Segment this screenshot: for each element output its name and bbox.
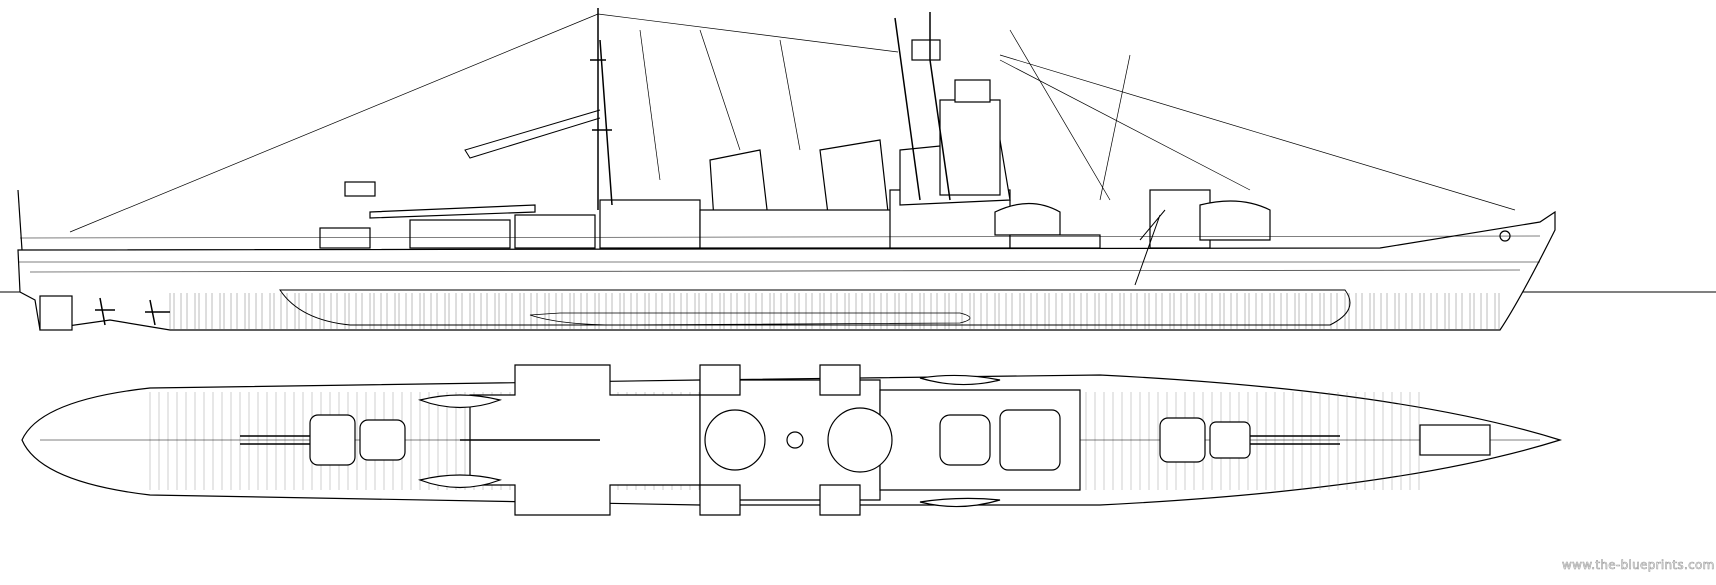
gun-barrels — [240, 435, 1340, 445]
forward-turret — [994, 203, 1061, 236]
crane-boom — [464, 109, 601, 159]
rigging-lines — [69, 13, 1516, 233]
main-mast — [590, 8, 613, 210]
top-plan-view — [21, 364, 1563, 516]
funnel-top-forward — [704, 409, 766, 471]
superstructure — [319, 39, 1271, 249]
foremast — [894, 12, 951, 201]
watermark: www.the-blueprints.com — [1562, 558, 1715, 573]
rudder — [39, 295, 73, 331]
boats — [417, 374, 1001, 508]
propellers — [95, 297, 170, 326]
bridge-tower — [939, 99, 1001, 196]
hull-plating-hatch — [169, 293, 1500, 329]
side-profile-view — [0, 8, 1716, 331]
bow-anchor-gear — [1419, 424, 1491, 456]
funnel-top-aft — [827, 407, 893, 473]
turrets — [309, 409, 1251, 471]
